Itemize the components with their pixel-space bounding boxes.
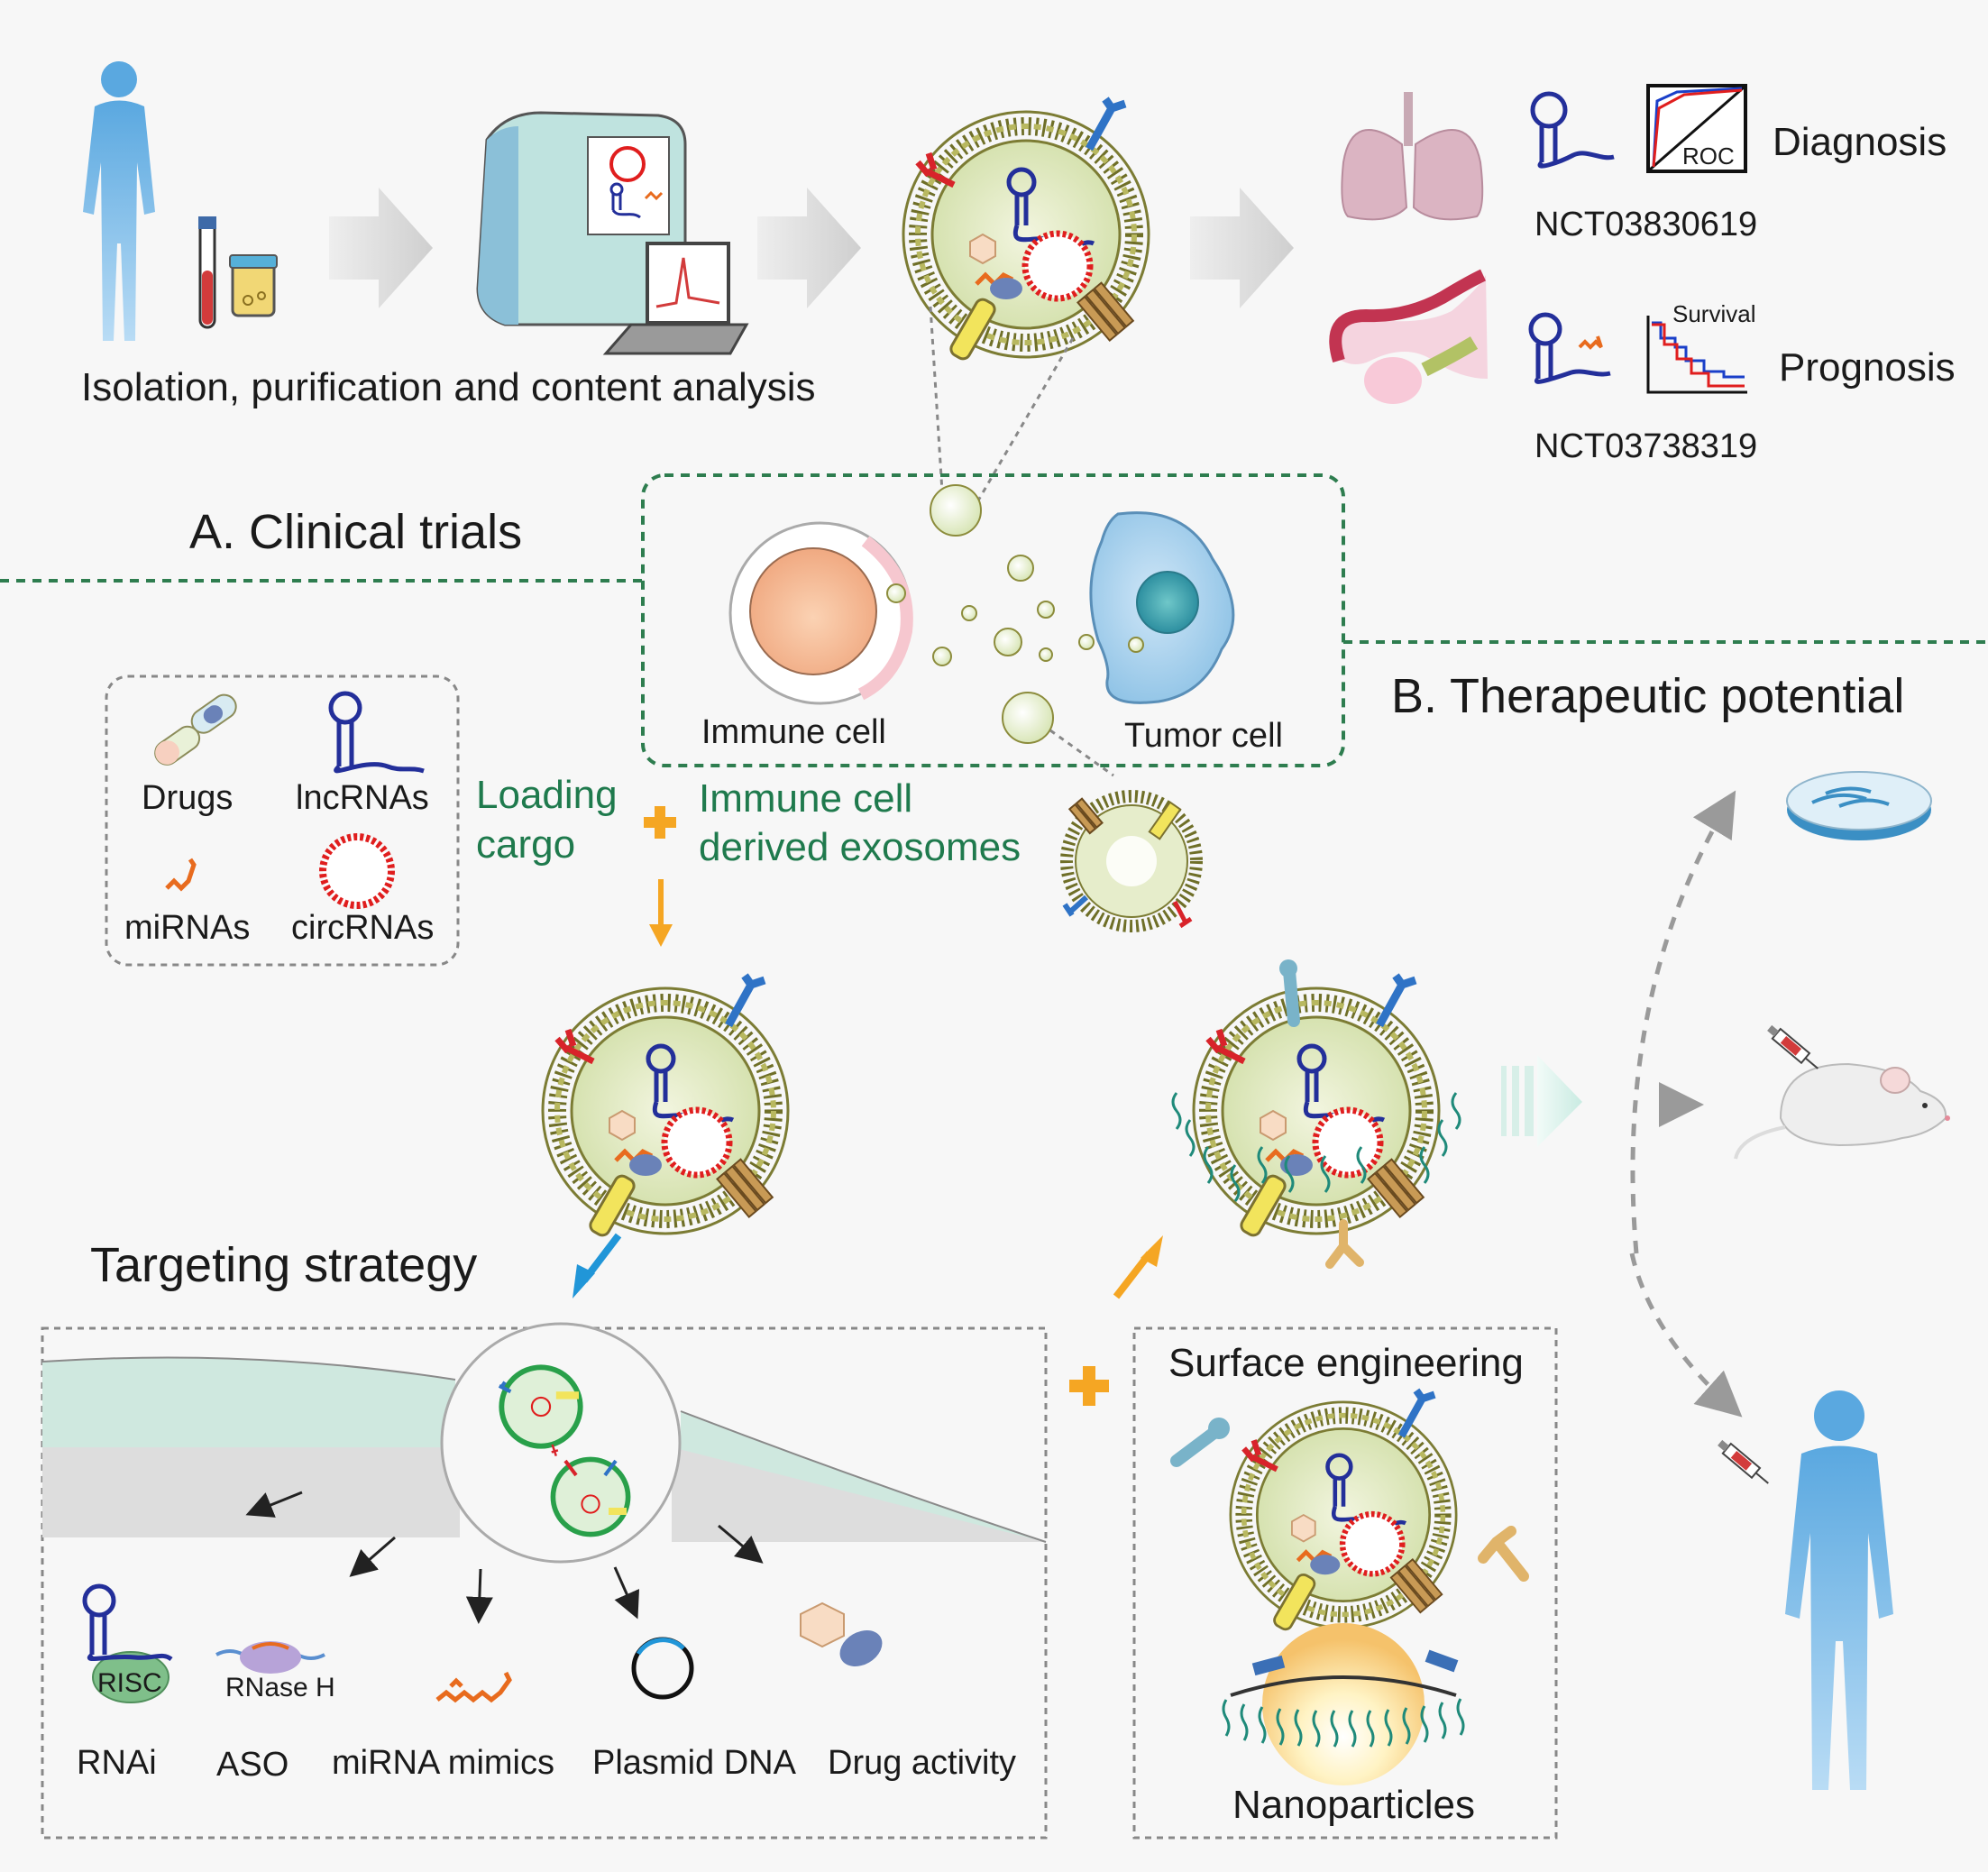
survival-chart-icon xyxy=(1646,316,1747,394)
link-line xyxy=(929,306,944,492)
loading-cargo-line1: Loading xyxy=(476,773,618,817)
plasmid-icon xyxy=(631,1637,694,1700)
isolation-caption: Isolation, purification and content anal… xyxy=(81,365,816,409)
mirna-mimics-icon xyxy=(435,1671,512,1703)
tumor-cell-icon xyxy=(1089,511,1235,704)
peptide-icon xyxy=(1170,1418,1230,1467)
derived-exosomes-line2: derived exosomes xyxy=(699,825,1021,869)
internalized-exosome xyxy=(498,1364,583,1456)
cell-membrane-band xyxy=(41,1356,1047,1543)
urine-cup-icon xyxy=(229,254,278,317)
plus-icon xyxy=(644,806,676,839)
targeting-title: Targeting strategy xyxy=(90,1238,478,1292)
mouse-icon xyxy=(1734,1062,1950,1160)
mechanism-rnai: RNAi xyxy=(77,1744,157,1782)
syringe-icon xyxy=(1767,1024,1819,1069)
branch-arrow-bottom xyxy=(1629,1253,1743,1418)
nanoparticle-icon xyxy=(1222,1623,1465,1785)
targeting-arrow-icon xyxy=(573,1233,622,1298)
rnase-h-label: RNase H xyxy=(225,1673,335,1702)
surface-engineering-label: Surface engineering xyxy=(1168,1341,1524,1385)
prognosis-trial-id: NCT03738319 xyxy=(1535,427,1758,465)
circrnas-label: circRNAs xyxy=(291,909,435,947)
surface-engineering-box xyxy=(1132,1326,1558,1840)
immune-derived-exosome xyxy=(1065,796,1196,926)
lncrna-prognosis-icon xyxy=(1528,312,1611,384)
internalized-exosome xyxy=(550,1456,631,1537)
immune-cell-label: Immune cell xyxy=(701,713,886,751)
engineering-arrow-icon xyxy=(1113,1235,1163,1299)
tumor-cell-label: Tumor cell xyxy=(1124,717,1283,755)
sample-tube-icon xyxy=(198,216,216,329)
section-a-title: A. Clinical trials xyxy=(189,505,523,559)
drug-activity-icon xyxy=(800,1601,883,1666)
process-arrow-icon xyxy=(329,188,433,308)
mechanism-drug-activity: Drug activity xyxy=(828,1744,1017,1782)
diagnosis-trial-id: NCT03830619 xyxy=(1535,206,1758,243)
vesicle-bubbles xyxy=(930,484,1095,744)
survival-label: Survival xyxy=(1672,300,1756,327)
therapy-arrow-icon xyxy=(1501,1055,1582,1147)
cells-box xyxy=(641,473,1345,767)
engineered-exosome xyxy=(1171,959,1461,1269)
nanoparticles-label: Nanoparticles xyxy=(1232,1783,1476,1827)
risc-icon xyxy=(82,1583,173,1703)
sequencer-machine-icon xyxy=(476,111,687,326)
immune-cell-icon xyxy=(728,521,913,705)
targeting-box xyxy=(41,1326,1048,1840)
mechanism-mirna-mimics: miRNA mimics xyxy=(332,1744,554,1782)
roc-label: ROC xyxy=(1682,142,1735,170)
digestive-organ-icon xyxy=(1329,269,1488,404)
drug-capsule-icon xyxy=(154,693,237,766)
lung-icon xyxy=(1341,92,1484,221)
roc-chart-icon xyxy=(1646,84,1747,173)
derived-exosomes-line1: Immune cell xyxy=(699,776,913,821)
loading-cargo-line2: cargo xyxy=(476,822,576,867)
mirnas-label: miRNAs xyxy=(124,909,251,947)
rnase-h-icon xyxy=(215,1641,325,1674)
circrna-legend-icon xyxy=(319,833,395,909)
down-arrow-icon xyxy=(649,879,673,947)
lncrnas-label: lncRNAs xyxy=(296,779,429,817)
process-arrow-icon xyxy=(1190,188,1294,308)
plus-icon xyxy=(1069,1366,1109,1406)
lncrna-diagnosis-icon xyxy=(1530,91,1615,169)
mechanism-aso: ASO xyxy=(216,1746,289,1784)
antibody-icon xyxy=(1478,1526,1529,1582)
risc-label: RISC xyxy=(97,1668,162,1698)
human-silhouette-icon xyxy=(83,61,155,341)
branch-arrow-top xyxy=(1630,790,1736,1254)
mirna-legend-icon xyxy=(165,858,197,892)
exosome-top xyxy=(903,99,1149,362)
process-arrow-icon xyxy=(757,188,861,308)
link-line xyxy=(1049,729,1114,777)
lncrna-legend-icon xyxy=(328,691,425,774)
patient-silhouette-icon xyxy=(1785,1390,1893,1790)
surface-exosome xyxy=(1231,1390,1456,1632)
mechanism-plasmid-dna: Plasmid DNA xyxy=(592,1744,796,1782)
section-b-title: B. Therapeutic potential xyxy=(1391,669,1905,723)
petri-dish-icon xyxy=(1786,771,1932,840)
diagnosis-label: Diagnosis xyxy=(1773,120,1947,164)
loaded-exosome xyxy=(543,976,788,1238)
laptop-icon xyxy=(602,242,749,355)
mirna-prognosis-icon xyxy=(1578,335,1603,350)
prognosis-label: Prognosis xyxy=(1779,345,1956,390)
release-arrows xyxy=(245,1491,764,1624)
drugs-label: Drugs xyxy=(142,779,234,817)
syringe-icon xyxy=(1718,1439,1769,1484)
cargo-legend-box xyxy=(105,674,460,967)
